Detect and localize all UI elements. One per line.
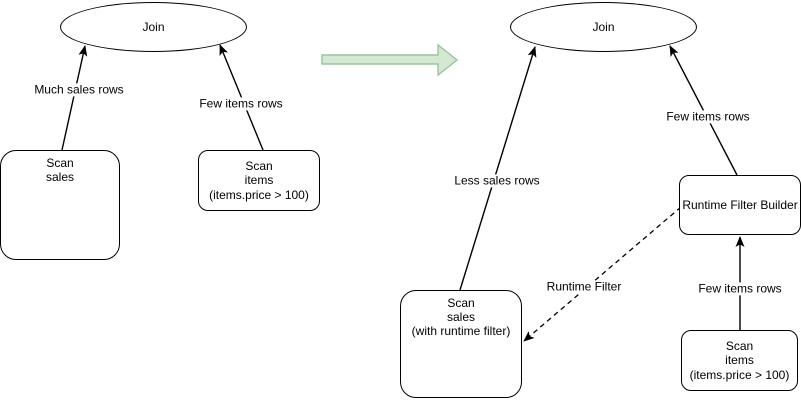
scan-items-label-right: Scan items (items.price > 100) [689, 339, 790, 382]
runtime-filter-builder-label: Runtime Filter Builder [682, 197, 798, 212]
edge-runtime-filter-dashed [523, 206, 682, 342]
join-label-left: Join [142, 19, 165, 34]
scan-items-node-right: Scan items (items.price > 100) [681, 330, 798, 391]
edge-label-runtime-filter: Runtime Filter [544, 279, 624, 294]
scan-sales-label-left: Scan sales [45, 156, 74, 185]
edge-label-few-items-rows-top: Few items rows [664, 109, 752, 124]
scan-sales-runtime-filter-label: Scan sales (with runtime filter) [411, 296, 511, 339]
scan-sales-runtime-filter-node: Scan sales (with runtime filter) [400, 290, 522, 398]
scan-items-label-left: Scan items (items.price > 100) [209, 159, 309, 202]
edge-label-less-sales-rows: Less sales rows [452, 173, 542, 188]
edge-label-much-sales-rows: Much sales rows [32, 82, 126, 97]
runtime-filter-builder-node: Runtime Filter Builder [679, 175, 801, 235]
join-node-right: Join [510, 2, 697, 52]
edge-label-few-items-rows-bottom: Few items rows [696, 281, 784, 296]
edge-label-few-items-rows-left: Few items rows [197, 96, 285, 111]
scan-items-node-left: Scan items (items.price > 100) [198, 150, 320, 211]
edge-less-sales-rows [459, 46, 537, 291]
join-label-right: Join [592, 19, 615, 34]
scan-sales-node-left: Scan sales [0, 150, 120, 260]
transform-arrow-icon [321, 43, 459, 77]
join-node-left: Join [60, 2, 247, 52]
edge-much-sales-rows [61, 45, 88, 151]
